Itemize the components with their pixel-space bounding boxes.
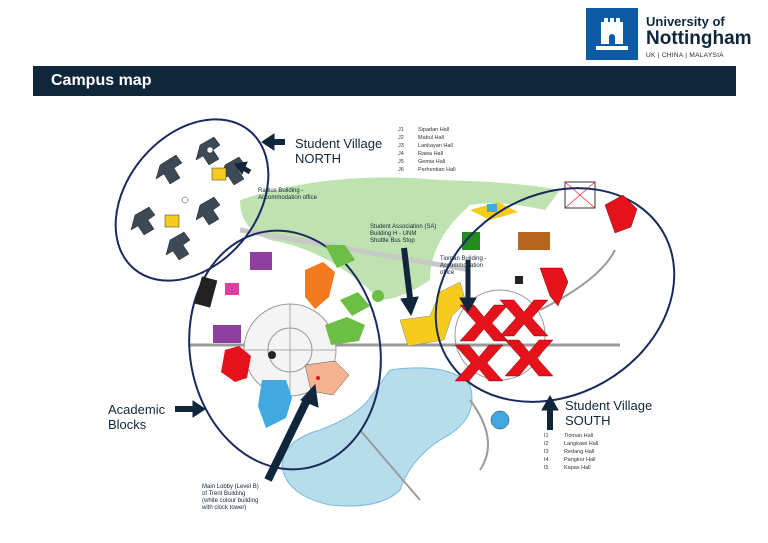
tioman-building-label: Tioman Building - Accommodation office <box>440 256 487 276</box>
university-logo: University of Nottingham UK | CHINA | MA… <box>586 8 752 64</box>
university-line1: University of <box>646 14 725 29</box>
north-village-label: Student Village NORTH <box>295 136 383 166</box>
page-title: Campus map <box>51 72 152 89</box>
main-lobby-label: Main Lobby (Level B) of Trent Building (… <box>202 484 259 511</box>
crest-icon <box>586 8 638 60</box>
academic-blocks-label: Academic Blocks <box>108 402 166 432</box>
radius-building-label: Radius Building - Accommodation office <box>258 188 317 201</box>
student-association-label: Student Association (SA) Building H - UN… <box>370 224 437 244</box>
campuses-line: UK | CHINA | MALAYSIA <box>646 52 724 59</box>
south-village-label: Student Village SOUTH <box>565 398 653 428</box>
university-line2: Nottingham <box>646 28 752 49</box>
title-banner: Campus map <box>33 66 736 96</box>
